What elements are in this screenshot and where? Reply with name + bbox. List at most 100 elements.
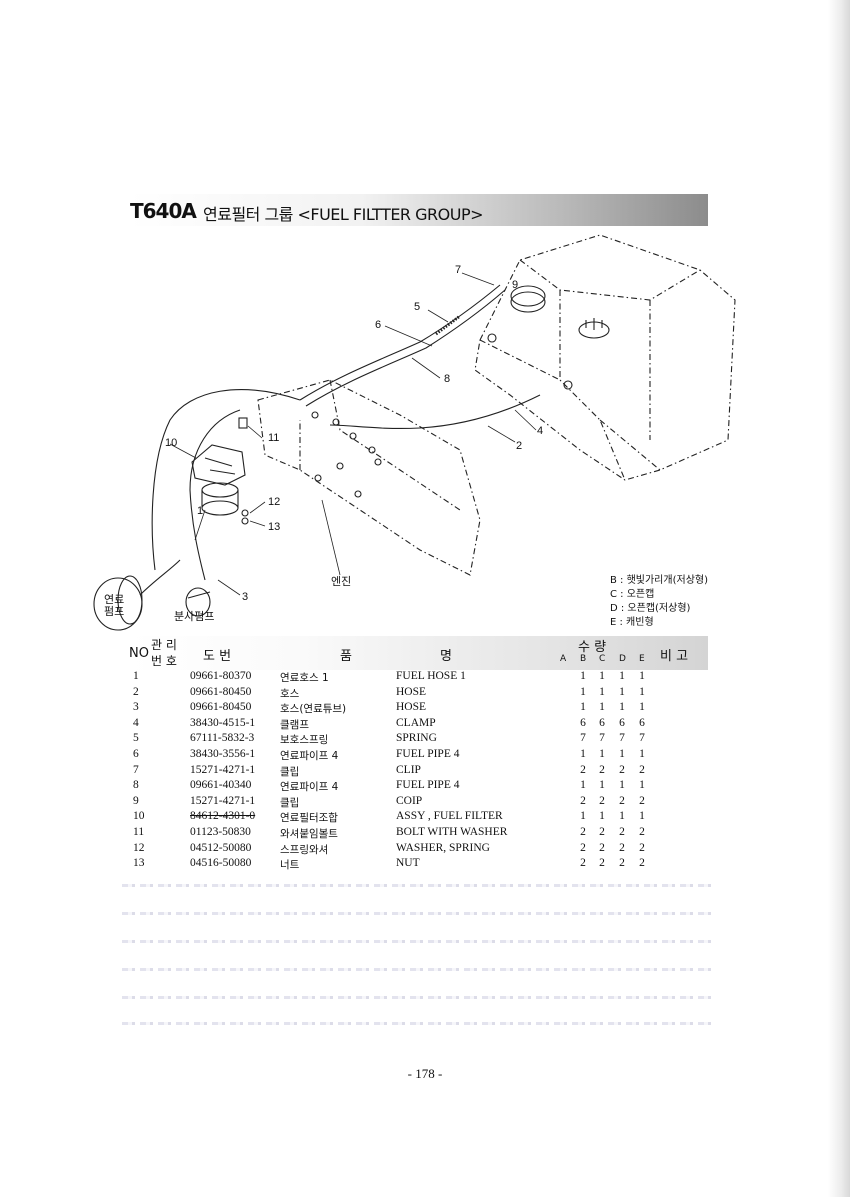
row-quantity: 1 [639,810,645,823]
scan-noise [122,940,712,943]
header-qty-c: C [599,654,606,664]
header-mgmt-bottom: 번 호 [151,654,177,668]
callout-7: 7 [455,264,461,276]
bolt-stack-drawing [238,417,249,525]
row-no: 1 [133,670,139,682]
scan-noise [122,968,712,971]
row-quantity: 1 [619,670,625,682]
parts-table-header [128,636,708,670]
row-quantity: 1 [619,810,625,823]
row-quantity: 2 [639,763,645,776]
label-engine: 엔진 [331,575,351,588]
fuel-pipes [151,284,541,581]
row-quantity: 2 [639,841,645,854]
row-quantity: 1 [599,670,605,682]
section-code: T640A [130,199,197,223]
row-quantity: 2 [599,763,605,776]
row-part-number: 38430-4515-1 [190,716,256,729]
row-name-korean: 클램프 [280,718,309,731]
row-quantity: 2 [580,826,586,838]
row-name-korean: 호스 [280,687,300,700]
row-part-number: 38430-3556-1 [190,748,256,760]
row-quantity: 6 [619,716,625,729]
row-quantity: 2 [619,841,625,854]
row-name-english: FUEL PIPE 4 [396,748,460,760]
scan-noise [122,884,712,887]
row-quantity: 1 [599,701,605,714]
callout-4: 4 [537,425,543,437]
row-no: 11 [133,826,145,838]
injection-pump-drawing [185,587,211,617]
row-quantity: 1 [580,748,586,760]
row-part-number: 09661-80370 [190,670,252,682]
row-quantity: 2 [619,857,625,870]
header-qty-a: A [560,654,567,664]
callout-9: 9 [512,279,518,291]
header-qty-d: D [619,654,626,664]
legend-item: B : 햇빛가리개(저상형) [610,575,708,586]
row-name-english: ASSY , FUEL FILTER [396,810,503,823]
row-quantity: 6 [639,716,645,729]
row-name-korean: 연료파이프 4 [280,781,339,794]
row-quantity: 1 [580,779,586,792]
row-quantity: 1 [639,670,645,682]
row-quantity: 1 [639,701,645,714]
leader-lines [169,272,537,596]
row-name-korean: 와셔붙임볼트 [280,828,338,840]
scan-noise [122,912,712,915]
row-quantity: 2 [639,826,645,838]
row-quantity: 7 [580,732,586,745]
row-no: 12 [133,841,145,854]
row-no: 4 [133,716,139,729]
engine-ports [311,411,382,498]
row-no: 7 [133,763,139,776]
row-quantity: 1 [619,701,625,714]
row-name-korean: 호스(연료튜브) [280,703,347,716]
scan-noise [122,1022,712,1025]
row-no: 13 [133,857,145,870]
legend-item: E : 캐빈형 [610,617,654,628]
fuel-pump-drawing [93,575,143,631]
row-name-english: WASHER, SPRING [396,841,490,854]
label-injection-pump: 분사펌프 [174,610,214,623]
row-no: 3 [133,701,139,714]
row-quantity: 1 [599,779,605,792]
row-name-english: HOSE [396,685,427,698]
row-name-english: HOSE [396,701,427,714]
callout-8: 8 [444,373,450,385]
header-qty-b: B [580,654,587,664]
callout-5: 5 [414,301,420,313]
row-part-number: 15271-4271-1 [190,763,256,776]
row-quantity: 2 [599,841,605,854]
header-name-right: 명 [440,649,452,664]
row-name-english: FUEL PIPE 4 [396,779,460,792]
row-quantity: 1 [619,685,625,698]
protect-spring-drawing [435,314,461,336]
row-quantity: 1 [619,779,625,792]
row-quantity: 2 [580,794,586,807]
label-fuel-pump-1: 연료 [104,593,124,606]
callout-1: 1 [197,505,203,517]
row-name-english: NUT [396,857,420,870]
row-quantity: 2 [599,857,605,870]
row-quantity: 1 [599,685,605,698]
section-title: 연료필터 그룹 <FUEL FILTTER GROUP> [203,205,484,224]
row-name-korean: 스프링와셔 [280,843,329,856]
row-quantity: 2 [580,763,586,776]
row-quantity: 1 [580,685,586,698]
row-part-number: 09661-80450 [190,685,252,698]
header-qty-e: E [639,654,645,664]
legend-item: C : 오픈캡 [610,589,655,600]
row-name-korean: 너트 [280,859,300,872]
row-no: 6 [133,748,139,760]
